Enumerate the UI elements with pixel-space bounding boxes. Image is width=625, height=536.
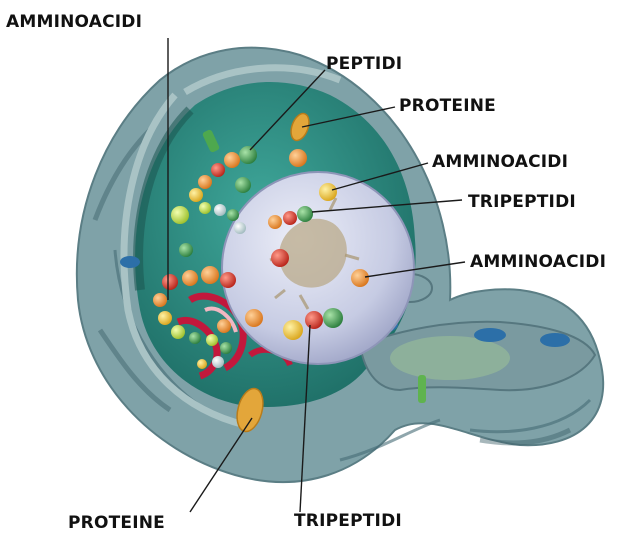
label-amminoacidi-right2: AMMINOACIDI [470, 252, 606, 272]
label-tripeptidi-right: TRIPEPTIDI [468, 192, 576, 212]
label-tripeptidi-bottom: TRIPEPTIDI [294, 511, 402, 531]
nucleus [222, 172, 414, 364]
label-peptidi: PEPTIDI [326, 54, 402, 74]
label-proteine-bottom: PROTEINE [68, 513, 165, 533]
label-amminoacidi-right1: AMMINOACIDI [432, 152, 568, 172]
label-amminoacidi-top: AMMINOACIDI [6, 12, 142, 32]
channel-icon [418, 375, 426, 403]
label-proteine-top: PROTEINE [399, 96, 496, 116]
